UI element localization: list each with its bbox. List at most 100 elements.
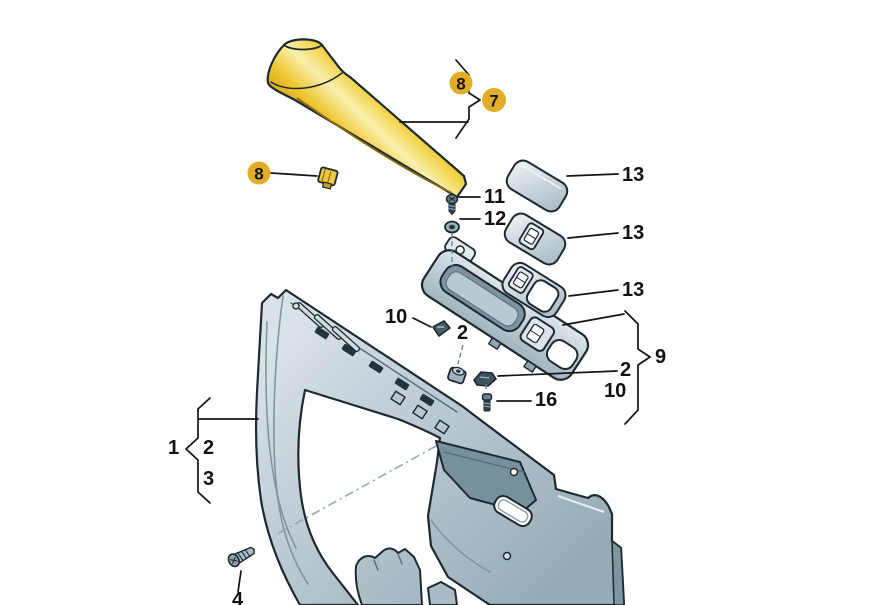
screw-shank xyxy=(483,399,491,412)
clip-highlight xyxy=(479,376,490,379)
badge-8-top[interactable]: 8 xyxy=(449,71,473,95)
lower-trim-detail xyxy=(373,553,403,571)
screw-11-part xyxy=(445,193,459,215)
handle-cutout xyxy=(493,494,533,528)
handle-cutout-rim xyxy=(497,499,529,523)
nut-hole xyxy=(455,369,461,373)
switch-cover-blank-part xyxy=(505,159,569,213)
rail-slot xyxy=(341,343,357,357)
callout-12[interactable]: 12 xyxy=(484,208,506,230)
door-panel-part xyxy=(254,288,626,605)
rail-fin xyxy=(331,325,361,353)
switch-rocker-line xyxy=(529,329,541,338)
rail-bracket xyxy=(390,390,406,406)
handle-cutout-outer xyxy=(493,494,533,528)
callout-3[interactable]: 3 xyxy=(203,468,214,490)
trim-cap-line xyxy=(283,44,323,51)
callout-11[interactable]: 11 xyxy=(484,186,505,208)
rail-fins xyxy=(295,301,361,353)
switch-cover-double-part xyxy=(501,261,567,319)
blank-opening xyxy=(545,339,579,371)
leader-8-clip xyxy=(270,172,318,177)
badge-7[interactable]: 7 xyxy=(482,88,506,112)
clip-2-part xyxy=(473,371,497,387)
cover-rocker-line xyxy=(526,233,537,240)
switch-cover-single-part xyxy=(503,212,567,266)
cover-rocker-line xyxy=(516,276,526,284)
callout-1[interactable]: 1 xyxy=(168,437,179,459)
trim-shoulder-line xyxy=(270,72,343,90)
assembly-axis-line xyxy=(276,445,437,535)
callout-13a[interactable]: 13 xyxy=(622,164,644,186)
screw-boss-hole xyxy=(292,302,300,310)
bracket-9 xyxy=(624,310,651,425)
panel-screw-hole xyxy=(502,551,512,561)
callout-13b[interactable]: 13 xyxy=(622,222,644,244)
callout-4[interactable]: 4 xyxy=(232,589,244,605)
screw-16-part xyxy=(481,393,493,412)
rail-brackets xyxy=(390,390,450,435)
callout-10b[interactable]: 10 xyxy=(604,380,626,402)
badge-number: 7 xyxy=(489,92,498,111)
armrest-lug xyxy=(488,337,502,350)
callout-labels: 11 12 13 13 13 10 2 2 10 16 9 1 2 3 4 xyxy=(168,164,666,605)
lower-trim-piece xyxy=(354,547,423,605)
screw-head xyxy=(481,393,493,401)
badge-number: 8 xyxy=(456,75,465,94)
leader-13c xyxy=(568,289,619,297)
callout-2b[interactable]: 2 xyxy=(620,359,631,381)
trim-lip-line xyxy=(296,97,453,194)
leader-lines xyxy=(185,59,651,593)
armrest-lug xyxy=(523,360,537,373)
leader-10a xyxy=(412,317,432,328)
armrest-recess-inner xyxy=(445,271,519,327)
right-section-highlight xyxy=(557,495,605,513)
callout-16[interactable]: 16 xyxy=(535,389,557,411)
armrest-part xyxy=(420,236,590,381)
lower-trim-outline xyxy=(354,547,423,605)
bracket-1 xyxy=(185,397,211,504)
leader-13a xyxy=(566,173,619,177)
cover-highlight xyxy=(519,163,562,190)
callout-2c[interactable]: 2 xyxy=(203,437,214,459)
cover-body xyxy=(505,159,569,213)
rail-slot xyxy=(368,360,384,374)
badge-number: 8 xyxy=(254,165,263,184)
nut-2-part xyxy=(447,366,467,385)
cover-blank-opening xyxy=(525,279,560,313)
grommet-base-line xyxy=(445,229,459,234)
clip-detail xyxy=(321,168,332,185)
screw-threads xyxy=(483,402,491,408)
rail-slot xyxy=(419,393,435,407)
rail-slots xyxy=(314,326,435,407)
badge-8-left[interactable]: 8 xyxy=(247,161,271,185)
clip-body xyxy=(432,320,451,337)
align-dash-2 xyxy=(457,344,464,365)
grommet-12-part xyxy=(444,220,460,234)
callout-13c[interactable]: 13 xyxy=(622,279,644,301)
callout-9[interactable]: 9 xyxy=(655,346,666,368)
pillar-crease-line xyxy=(273,295,309,585)
badge-circle xyxy=(247,161,271,185)
callout-2a[interactable]: 2 xyxy=(457,322,468,344)
leader-4 xyxy=(237,570,242,593)
screw-4-part xyxy=(227,546,255,568)
leader-2b xyxy=(497,370,618,377)
lower-trim-fragment xyxy=(427,581,458,605)
pillar-trim-part xyxy=(266,38,468,199)
clip-body xyxy=(473,371,497,387)
clip-foot xyxy=(321,181,333,190)
rail-bracket xyxy=(412,404,428,420)
leader-9 xyxy=(562,313,625,326)
rail-slot xyxy=(314,326,330,340)
leader-13b xyxy=(567,232,619,239)
screw-head-slot xyxy=(230,556,238,564)
callout-10a[interactable]: 10 xyxy=(385,306,407,328)
grommet-hole xyxy=(449,224,455,230)
clip-10-part xyxy=(432,320,451,337)
trim-clip-part xyxy=(317,166,339,190)
pocket-shadow-line xyxy=(443,451,525,473)
rail-bracket xyxy=(434,419,450,435)
